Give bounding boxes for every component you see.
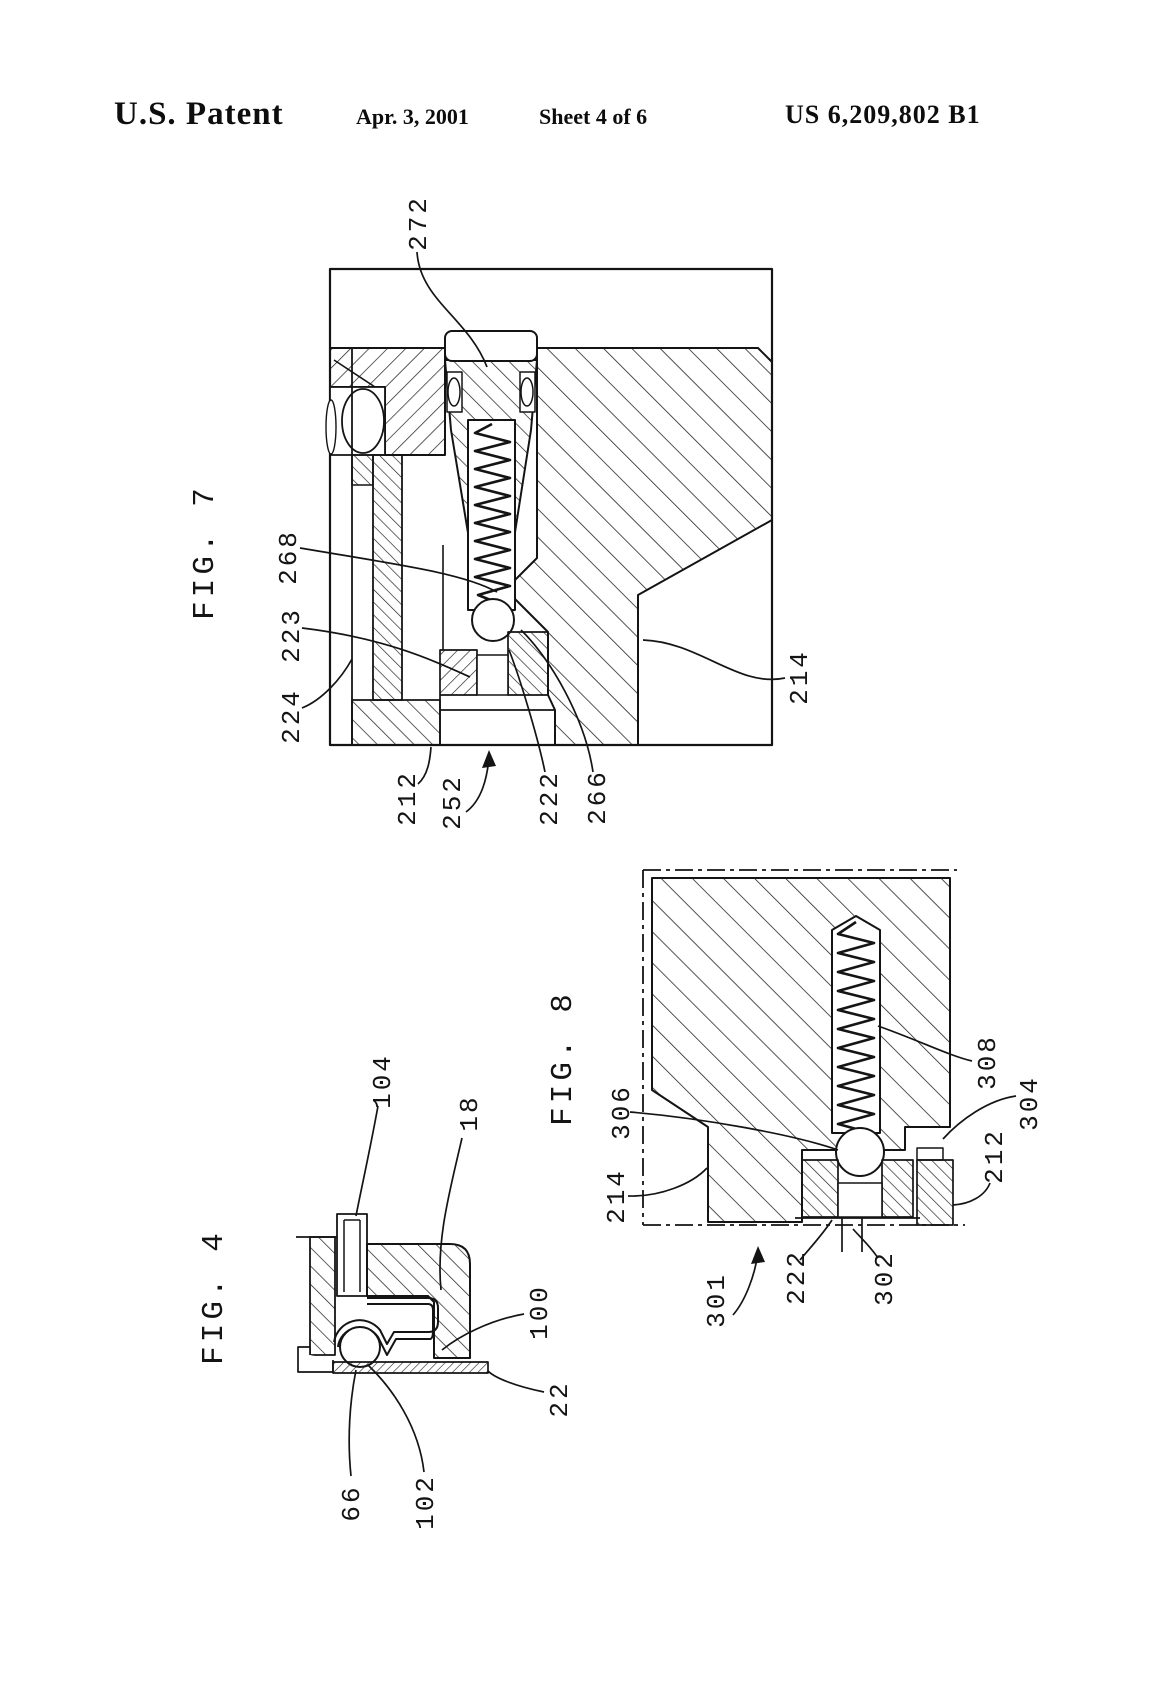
- ref-label-214-fig8: 214: [602, 1168, 632, 1224]
- fig4-leader-18: [439, 1137, 463, 1291]
- fig8-leader-306: [629, 1111, 839, 1151]
- ref-label-252: 252: [438, 774, 468, 830]
- fig8-seat-bore: [837, 1182, 883, 1218]
- fig7-leader-266: [520, 629, 594, 773]
- fig4-rail: [332, 1361, 489, 1374]
- fig4-leader-100: [441, 1313, 525, 1351]
- patent-header-title: U.S. Patent: [114, 96, 284, 132]
- ref-label-301: 301: [702, 1272, 732, 1328]
- ref-label-223: 223: [277, 607, 307, 663]
- fig8-leader-212: [952, 1182, 991, 1206]
- fig8-ball: [835, 1127, 885, 1177]
- fig8-leader-214: [627, 1167, 708, 1197]
- fig7-oring: [341, 388, 385, 454]
- fig7-pocket-chamfer: [333, 359, 376, 388]
- ref-label-18: 18: [455, 1094, 485, 1131]
- fig4-leader-102: [367, 1364, 425, 1473]
- fig7-leader-222: [508, 649, 546, 773]
- figure-8: FIG. 8 306 214 308 304 212 301 222 302: [546, 869, 1045, 1328]
- ref-label-304: 304: [1015, 1075, 1045, 1131]
- figure-7: FIG. 7 272 268 223 224 212 252 222 266 2…: [188, 195, 815, 830]
- fig7-leader-214: [642, 639, 786, 681]
- ref-label-214-fig7: 214: [785, 649, 815, 705]
- ref-label-22: 22: [545, 1380, 575, 1417]
- ref-label-302: 302: [870, 1250, 900, 1306]
- fig7-leader-223: [301, 627, 471, 678]
- ref-label-272: 272: [404, 195, 434, 251]
- figure-4: FIG. 4 104 18 100 22 66 102: [197, 1053, 575, 1530]
- fig4-leader-22: [487, 1370, 545, 1393]
- fig8-retainer-212: [916, 1159, 954, 1226]
- fig4-leader-104: [355, 1105, 379, 1217]
- ref-label-268: 268: [274, 529, 304, 585]
- fig7-sleeve-step: [351, 454, 374, 486]
- fig4-clip-outer: [333, 1297, 439, 1345]
- ref-label-224: 224: [277, 688, 307, 744]
- fig4-retainer-block: [366, 1243, 471, 1359]
- patent-header-number: US 6,209,802 B1: [785, 100, 981, 129]
- fig7-ball: [471, 598, 515, 642]
- fig4-stem: [336, 1213, 368, 1297]
- fig7-sleeve: [372, 454, 403, 701]
- ref-label-102: 102: [411, 1474, 441, 1530]
- ref-label-266: 266: [583, 769, 613, 825]
- fig7-seal-left: [447, 377, 461, 407]
- fig7-oring-edge: [325, 399, 337, 455]
- fig7-leader-272: [416, 251, 488, 368]
- fig7-seal-right: [520, 377, 534, 407]
- fig7-body-block: [512, 347, 773, 746]
- fig4-leader-66: [348, 1369, 357, 1477]
- fig8-seat-left: [801, 1159, 839, 1218]
- fig8-arrowhead-301: [751, 1246, 765, 1264]
- fig8-leader-302: [852, 1228, 879, 1259]
- ref-label-212-fig8: 212: [980, 1128, 1010, 1184]
- fig7-leader-268: [299, 547, 498, 593]
- fig7-caption: FIG. 7: [188, 484, 223, 620]
- fig4-left-wall: [309, 1236, 336, 1356]
- ref-label-222-fig8: 222: [782, 1249, 812, 1305]
- patent-header-sheet: Sheet 4 of 6: [539, 104, 648, 129]
- fig4-caption: FIG. 4: [197, 1229, 232, 1365]
- fig7-plug-cap: [444, 330, 538, 362]
- fig7-leader-224: [301, 658, 353, 709]
- ref-label-212-fig7: 212: [393, 770, 423, 826]
- fig8-spring: [836, 920, 876, 1132]
- fig8-caption: FIG. 8: [546, 990, 581, 1126]
- fig4-ball: [339, 1326, 381, 1368]
- ref-label-66: 66: [337, 1484, 367, 1521]
- ref-label-222-fig7: 222: [535, 770, 565, 826]
- fig7-spring: [473, 422, 512, 603]
- fig7-arrowhead-252: [482, 750, 496, 768]
- fig8-step-block: [916, 1147, 944, 1161]
- ref-label-100: 100: [525, 1284, 555, 1340]
- fig7-seat-bore: [476, 654, 509, 696]
- fig8-leader-222: [799, 1219, 833, 1261]
- ref-label-308: 308: [973, 1034, 1003, 1090]
- fig7-lower-support: [351, 699, 441, 746]
- fig8-leader-304: [942, 1095, 1017, 1140]
- fig7-leader-212: [417, 746, 432, 785]
- fig8-seat-right: [881, 1159, 914, 1218]
- patent-header-date: Apr. 3, 2001: [356, 104, 469, 129]
- fig8-leader-308: [877, 1025, 973, 1062]
- ref-label-104: 104: [368, 1053, 398, 1109]
- ref-label-306: 306: [607, 1084, 637, 1140]
